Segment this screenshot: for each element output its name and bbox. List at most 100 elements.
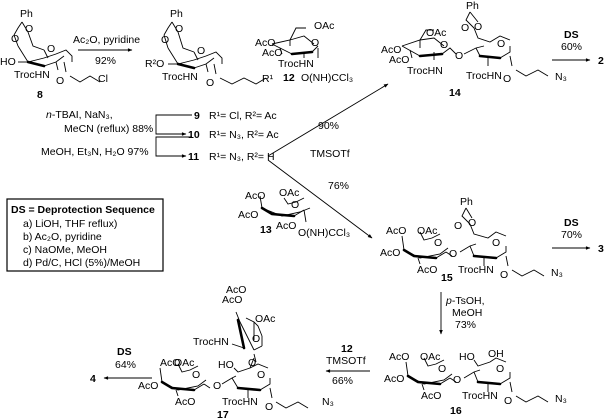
reagent-label: Ac₂O, pyridine xyxy=(73,34,140,46)
troc-amine: TrocHN xyxy=(407,65,443,77)
reaction-arrow-9-to-10 xyxy=(155,114,192,136)
r-group-definition: R¹= N₃, R²= Ac xyxy=(209,129,279,141)
ring-oxygen: O xyxy=(461,22,469,34)
glycosidic-oxygen: O xyxy=(265,401,273,413)
reagent-label: MeOH, Et₃N, H₂O 97% xyxy=(41,146,149,158)
arrow-15-to-3: DS 70% 3 xyxy=(552,217,604,255)
compound-16: AcO OAc O AcO AcO O HO OH O TrocHN O N₃ … xyxy=(384,348,567,417)
acetoxy-group: AcO xyxy=(380,247,400,259)
acetoxy-group: AcO xyxy=(160,357,180,369)
acetoxy-group: AcO xyxy=(389,351,409,363)
r-group-list: n-TBAI, NaN₃, MeCN (reflux) 88% MeOH, Et… xyxy=(41,109,279,163)
ring-oxygen: O xyxy=(197,45,205,57)
compound-label-9: 9 xyxy=(194,110,200,122)
compound-9-11: Ph O O O R²O TrocHN O R¹ xyxy=(145,8,274,89)
acetoxy-group: OAc xyxy=(255,313,275,325)
acetoxy-group: OAc xyxy=(426,27,446,39)
compound-label-8: 8 xyxy=(37,89,43,101)
arrow-14-to-2: DS 60% 2 xyxy=(552,29,604,67)
legend-step: c) NaOMe, MeOH xyxy=(23,244,107,256)
ring-oxygen: O xyxy=(175,23,183,35)
yield-label: 90% xyxy=(318,120,339,132)
ring-oxygen: O xyxy=(438,363,446,375)
yield-label: 73% xyxy=(455,319,476,331)
acetoxy-group: AcO xyxy=(381,44,401,56)
compound-label-17: 17 xyxy=(217,409,229,420)
legend-step: b) Ac₂O, pyridine xyxy=(23,231,102,243)
ring-oxygen: O xyxy=(492,237,500,249)
troc-amine: TrocHN xyxy=(14,69,50,81)
product-label-2: 2 xyxy=(598,55,604,67)
acetoxy-group: OAc xyxy=(174,357,194,369)
promoter-label: TMSOTf xyxy=(310,148,350,160)
arrow-16-to-17: 12 TMSOTf 66% xyxy=(325,343,370,387)
r-group-entry: 9 R¹= Cl, R²= Ac xyxy=(194,110,277,122)
acetoxy-group: AcO xyxy=(389,54,409,66)
glycosidic-oxygen: O xyxy=(453,374,461,386)
product-label-4: 4 xyxy=(90,373,96,385)
azido-group: N₃ xyxy=(322,396,334,408)
compound-label-14: 14 xyxy=(449,87,461,99)
troc-amine: TrocHN xyxy=(193,336,229,348)
deprotection-label: DS xyxy=(564,217,579,229)
arrow-15-to-16: p-TsOH, MeOH 73% xyxy=(439,292,485,335)
ring-oxygen: O xyxy=(252,333,260,345)
glycosidic-oxygen: O xyxy=(56,75,64,87)
ring-oxygen: O xyxy=(25,23,33,35)
legend-step: a) LiOH, THF reflux) xyxy=(23,218,117,230)
phenyl-group: Ph xyxy=(20,8,33,20)
compound-label-10: 10 xyxy=(188,129,200,141)
ring-oxygen: O xyxy=(497,38,505,50)
troc-amine: TrocHN xyxy=(466,70,502,82)
acetoxy-group: AcO xyxy=(421,390,441,402)
acetoxy-group: AcO xyxy=(222,294,242,306)
r-group-entry: 10 R¹= N₃, R²= Ac xyxy=(188,129,279,141)
trichloroacetimidate-group: O(NH)CCl₃ xyxy=(298,227,350,239)
reaction-arrow-10-to-11 xyxy=(155,136,192,158)
acetoxy-group: OAc xyxy=(417,225,437,237)
r2-oxy-group: R²O xyxy=(145,58,164,70)
glycosidic-oxygen: O xyxy=(455,50,463,62)
acetoxy-group: OAc xyxy=(314,20,334,32)
ring-oxygen: O xyxy=(496,363,504,375)
acetoxy-group: AcO xyxy=(417,264,437,276)
acetoxy-group: OAc xyxy=(279,187,299,199)
phenyl-group: Ph xyxy=(170,8,183,20)
r1-group: R¹ xyxy=(262,73,274,85)
product-label-3: 3 xyxy=(598,243,604,255)
reagent-label: p-TsOH, xyxy=(445,295,485,307)
glycosidic-oxygen: O xyxy=(500,269,508,281)
hydroxyl-group: OH xyxy=(488,348,504,360)
yield-label: 64% xyxy=(115,359,136,371)
donor-label: 12 xyxy=(341,343,353,355)
trichloroacetimidate-group: O(NH)CCl₃ xyxy=(301,72,353,84)
yield-label: 92% xyxy=(95,55,116,67)
ring-oxygen: O xyxy=(311,37,319,49)
ring-oxygen: O xyxy=(257,369,265,381)
glycosidic-oxygen: O xyxy=(213,380,221,392)
compound-label-13: 13 xyxy=(260,224,272,236)
deprotection-label: DS xyxy=(564,29,579,41)
acetoxy-group: AcO xyxy=(384,373,404,385)
compound-13: AcO OAc O AcO 13 AcO O(NH)CCl₃ xyxy=(238,187,350,239)
deprotection-label: DS xyxy=(117,346,132,358)
acetoxy-group: AcO xyxy=(175,396,195,408)
ring-oxygen: O xyxy=(47,43,55,55)
compound-8: Ph O O O HO TrocHN O Cl 8 xyxy=(0,8,108,101)
compound-15: Ph O O O AcO OAc O AcO AcO O TrocHN O N₃… xyxy=(380,196,563,284)
phenyl-group: Ph xyxy=(466,0,479,12)
ring-oxygen: O xyxy=(434,237,442,249)
ring-oxygen: O xyxy=(440,39,448,51)
ring-oxygen: O xyxy=(192,369,200,381)
arrow-17-to-4: DS 64% 4 xyxy=(90,346,152,385)
yield-label: 60% xyxy=(561,41,582,53)
troc-amine: TrocHN xyxy=(462,390,498,402)
r-group-definition: R¹= N₃, R²= H xyxy=(209,151,275,163)
acetoxy-group: AcO xyxy=(238,209,258,221)
legend-title: DS = Deprotection Sequence xyxy=(11,204,155,216)
glycosidic-oxygen: O xyxy=(504,395,512,407)
compound-label-12: 12 xyxy=(283,72,295,84)
azido-group: N₃ xyxy=(551,267,563,279)
glycosidic-oxygen: O xyxy=(206,77,214,89)
